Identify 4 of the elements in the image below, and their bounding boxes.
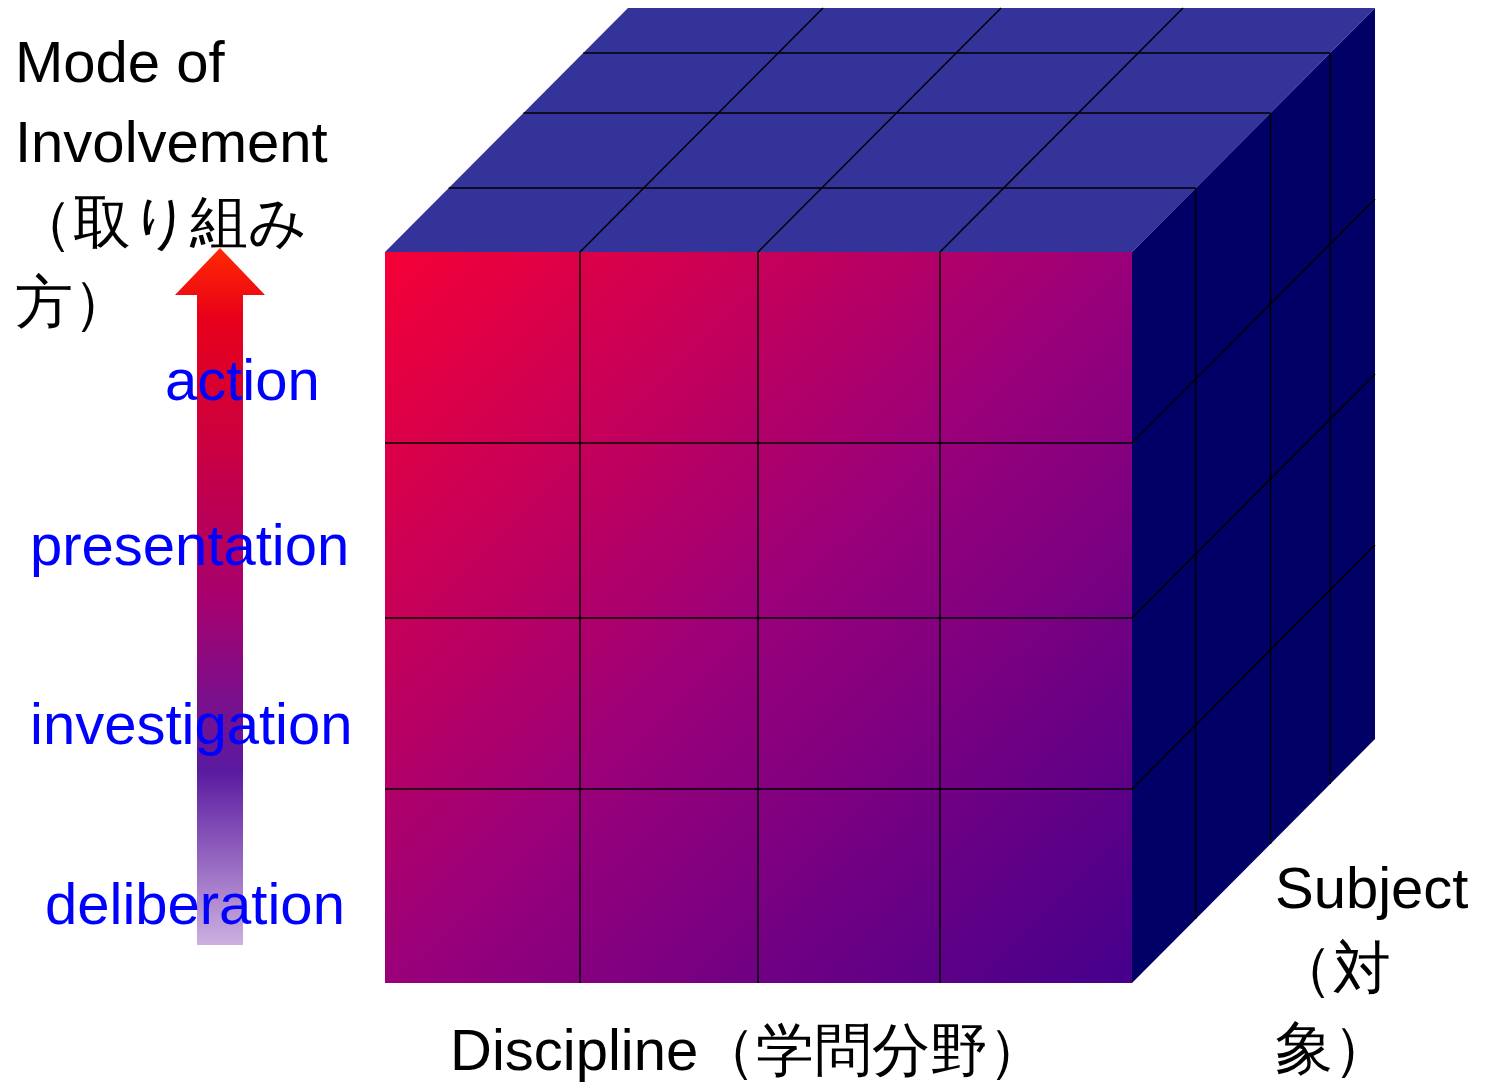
level-label: deliberation: [45, 870, 345, 938]
axis-title: Discipline（学問分野）: [450, 1016, 1047, 1083]
axis-title: Subject（対象）: [1275, 854, 1470, 1083]
axis-title: Mode of Involvement（取り組み方）: [15, 28, 329, 337]
